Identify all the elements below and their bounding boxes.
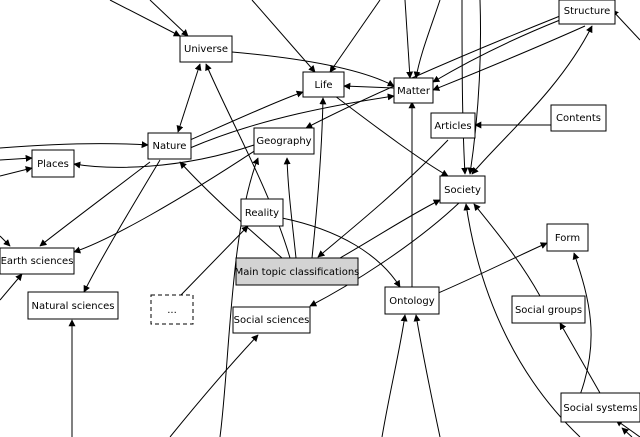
node-label-places: Places bbox=[37, 159, 69, 170]
edge-structure-matter-2 bbox=[432, 25, 586, 91]
node-label-earth-sciences: Earth sciences bbox=[1, 256, 74, 267]
edge-nature-life bbox=[189, 90, 304, 141]
node-label-matter: Matter bbox=[397, 86, 431, 97]
edge-maintopic-nature bbox=[179, 161, 283, 259]
edge-curve-form bbox=[572, 252, 592, 396]
edge-maintopic-geography bbox=[283, 157, 297, 259]
edge-offscreen-socialsystems bbox=[615, 419, 640, 437]
node-geography[interactable]: Geography bbox=[253, 127, 315, 155]
edge-curve-society bbox=[463, 203, 581, 437]
edge-offscreen-socialsystems-2 bbox=[621, 427, 633, 437]
edge-articles-maintopic bbox=[317, 139, 449, 258]
node-social-sciences[interactable]: Social sciences bbox=[232, 306, 311, 334]
edge-universe-matter bbox=[231, 51, 395, 87]
edge-offscreen-society-2 bbox=[467, 0, 481, 175]
edge-maintopic-universe bbox=[205, 63, 291, 259]
edge-universe-nature bbox=[176, 63, 202, 133]
edge-nature-matter bbox=[189, 93, 395, 149]
node-label-geography: Geography bbox=[256, 136, 311, 147]
edge-nature-earthsciences bbox=[39, 161, 151, 247]
edge-socialgroups-society bbox=[473, 203, 541, 297]
node-label-life: Life bbox=[314, 80, 332, 91]
node-society[interactable]: Society bbox=[439, 175, 486, 204]
node-places[interactable]: Places bbox=[31, 149, 75, 178]
edge-left-places-1 bbox=[0, 154, 33, 162]
node-label-universe: Universe bbox=[184, 44, 228, 55]
edge-geography-earthsciences bbox=[73, 149, 257, 254]
node-label-structure: Structure bbox=[564, 6, 611, 17]
node-label-natural-sciences: Natural sciences bbox=[32, 301, 115, 312]
edge-maintopic-society bbox=[339, 199, 441, 259]
node-main-topic-classifications[interactable]: Main topic classifications bbox=[235, 257, 360, 286]
node-contents[interactable]: Contents bbox=[550, 104, 607, 132]
edge-maintopic-life bbox=[311, 97, 327, 259]
node-matter[interactable]: Matter bbox=[393, 77, 434, 104]
edge-offscreen-matter-1 bbox=[413, 0, 441, 79]
node-label-social-groups: Social groups bbox=[515, 305, 582, 316]
node-reality[interactable]: Reality bbox=[240, 198, 284, 227]
node-label-ontology: Ontology bbox=[389, 296, 434, 307]
node-label-social-systems: Social systems bbox=[563, 403, 637, 414]
node-label-contents: Contents bbox=[556, 113, 601, 124]
edge-ontology-form bbox=[435, 242, 548, 295]
edge-socialsystems-socialgroups bbox=[559, 322, 601, 394]
edge-left-nature bbox=[0, 141, 149, 149]
edge-offscreen-socialsciences bbox=[169, 334, 259, 437]
edge-offscreen-matter-2 bbox=[404, 0, 414, 79]
edge-geography-places bbox=[73, 144, 255, 169]
edge-left-earthsciences bbox=[0, 235, 11, 247]
edge-curve-geography bbox=[219, 157, 259, 437]
edge-structure-matter-1 bbox=[432, 19, 561, 83]
node-label-ellipsis: ... bbox=[167, 305, 177, 316]
node-label-society: Society bbox=[444, 185, 481, 196]
edge-structure-society bbox=[471, 25, 593, 175]
edge-offscreen-life-1 bbox=[251, 0, 316, 73]
node-label-form: Form bbox=[555, 233, 580, 244]
node-form[interactable]: Form bbox=[546, 223, 589, 252]
node-earth-sciences[interactable]: Earth sciences bbox=[0, 247, 75, 275]
node-label-nature: Nature bbox=[153, 141, 187, 152]
edge-reality-ontology bbox=[281, 217, 401, 288]
node-nature[interactable]: Nature bbox=[147, 132, 192, 160]
edge-matter-life bbox=[343, 82, 395, 90]
edge-ellipsis-reality bbox=[179, 225, 249, 297]
node-universe[interactable]: Universe bbox=[179, 35, 233, 63]
edge-offscreen-structure bbox=[611, 9, 640, 41]
node-ellipsis[interactable]: ... bbox=[150, 294, 194, 325]
node-structure[interactable]: Structure bbox=[558, 0, 616, 25]
node-label-social-sciences: Social sciences bbox=[234, 315, 310, 326]
edge-left-earthsciences-2 bbox=[0, 273, 23, 301]
node-ontology[interactable]: Ontology bbox=[384, 286, 440, 315]
edge-offscreen-life-2 bbox=[329, 0, 381, 73]
edge-life-society bbox=[334, 95, 449, 177]
node-social-groups[interactable]: Social groups bbox=[511, 295, 586, 324]
edge-offscreen-universe-2 bbox=[149, 0, 189, 37]
node-label-articles: Articles bbox=[434, 121, 471, 132]
edge-offscreen-ontology-2 bbox=[413, 314, 441, 437]
node-life[interactable]: Life bbox=[302, 71, 345, 98]
edge-left-places-2 bbox=[0, 166, 33, 177]
nodes-layer: Structure Universe Life Matter Articles … bbox=[0, 0, 640, 423]
node-label-main-topic: Main topic classifications bbox=[235, 267, 360, 278]
edge-society-socialsciences bbox=[309, 201, 461, 307]
node-natural-sciences[interactable]: Natural sciences bbox=[27, 291, 119, 320]
node-label-reality: Reality bbox=[245, 208, 279, 219]
edge-nature-naturalsciences bbox=[83, 159, 161, 293]
node-articles[interactable]: Articles bbox=[430, 112, 476, 139]
edge-offscreen-ontology-1 bbox=[381, 314, 408, 437]
node-social-systems[interactable]: Social systems bbox=[560, 392, 640, 423]
edge-offscreen-society-1 bbox=[461, 0, 469, 175]
edge-offscreen-universe-1 bbox=[109, 0, 181, 37]
